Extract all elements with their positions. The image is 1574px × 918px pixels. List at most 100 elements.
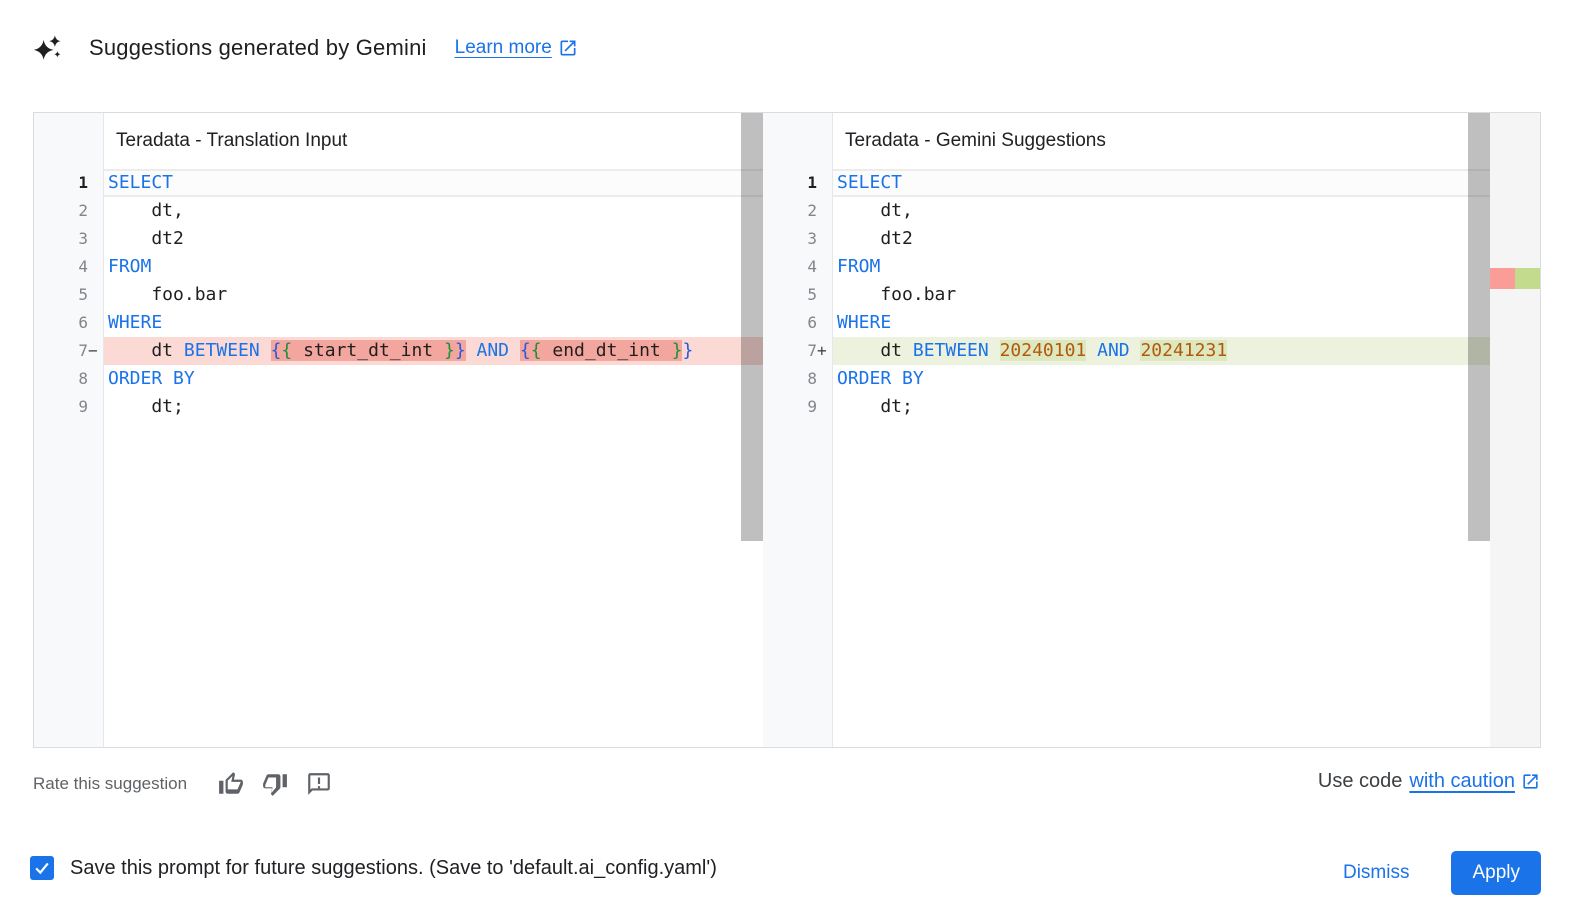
with-caution-label: with caution	[1409, 770, 1515, 792]
ruler-removed-mark	[1490, 268, 1515, 289]
panel-header: Teradata - Translation Input	[34, 113, 763, 169]
line-number: 3	[34, 225, 104, 253]
thumbs-down-button[interactable]	[261, 770, 289, 798]
line-number: 6	[763, 309, 833, 337]
apply-button[interactable]: Apply	[1451, 851, 1541, 895]
code-line-2: 2 dt,	[34, 197, 763, 225]
panel-header: Teradata - Gemini Suggestions	[763, 113, 1490, 169]
line-number: 8	[763, 365, 833, 393]
line-number: 1	[34, 169, 104, 197]
diff-added-sign: +	[817, 341, 827, 360]
with-caution-link[interactable]: with caution	[1409, 770, 1540, 793]
line-number: 7−	[34, 337, 104, 365]
code-line-7: 7+ dt BETWEEN 20240101 AND 20241231	[763, 337, 1490, 365]
line-number: 7+	[763, 337, 833, 365]
code-line-9: 9 dt;	[763, 393, 1490, 421]
dialog-actions: Dismiss Apply	[1333, 850, 1541, 896]
code-line-7: 7− dt BETWEEN {{ start_dt_int }} AND {{ …	[34, 337, 763, 365]
editor-scrollbar[interactable]	[741, 113, 763, 747]
scrollbar-thumb[interactable]	[1468, 113, 1490, 541]
page-title: Suggestions generated by Gemini	[89, 35, 427, 60]
editor-filler	[763, 421, 1490, 747]
code-content: dt2	[104, 225, 763, 253]
line-number: 9	[763, 393, 833, 421]
ruler-added-mark	[1515, 268, 1540, 289]
diff-overview-ruler	[1490, 113, 1540, 747]
gemini-sparkle-icon	[33, 33, 63, 63]
line-number: 5	[763, 281, 833, 309]
code-content: SELECT	[833, 169, 1490, 197]
rate-label: Rate this suggestion	[33, 774, 188, 793]
code-content: ORDER BY	[833, 365, 1490, 393]
line-number: 9	[34, 393, 104, 421]
feedback-icon	[308, 773, 330, 795]
thumbs-up-button[interactable]	[217, 770, 245, 798]
gutter-header	[34, 113, 104, 169]
diff-removed-sign: −	[88, 341, 98, 360]
code-content: SELECT	[104, 169, 763, 197]
line-number: 4	[763, 253, 833, 281]
code-content: WHERE	[104, 309, 763, 337]
code-content: foo.bar	[104, 281, 763, 309]
save-prompt-checkbox[interactable]	[30, 856, 54, 880]
code-line-3: 3 dt2	[763, 225, 1490, 253]
code-content: dt BETWEEN {{ start_dt_int }} AND {{ end…	[104, 337, 763, 365]
code-line-5: 5 foo.bar	[34, 281, 763, 309]
save-prompt-label: Save this prompt for future suggestions.…	[70, 856, 717, 879]
panel-title: Teradata - Translation Input	[104, 113, 763, 169]
learn-more-link[interactable]: Learn more	[455, 37, 578, 59]
gutter-header	[763, 113, 833, 169]
code-line-5: 5 foo.bar	[763, 281, 1490, 309]
feedback-button[interactable]	[305, 770, 333, 798]
panel-title: Teradata - Gemini Suggestions	[833, 113, 1490, 169]
line-number: 6	[34, 309, 104, 337]
learn-more-label: Learn more	[454, 37, 552, 58]
code-content: dt,	[104, 197, 763, 225]
dismiss-button[interactable]: Dismiss	[1333, 856, 1420, 890]
line-number: 2	[34, 197, 104, 225]
use-code-row: Use code with caution	[1318, 770, 1540, 793]
code-content: foo.bar	[833, 281, 1490, 309]
code-content: dt;	[104, 393, 763, 421]
code-content: dt,	[833, 197, 1490, 225]
thumbs-down-icon	[263, 774, 287, 796]
code-line-3: 3 dt2	[34, 225, 763, 253]
code-content: FROM	[833, 253, 1490, 281]
line-number: 3	[763, 225, 833, 253]
editor-scrollbar[interactable]	[1468, 113, 1490, 747]
code-line-9: 9 dt;	[34, 393, 763, 421]
external-link-icon	[558, 38, 578, 58]
thumbs-up-icon	[219, 772, 243, 794]
code-content: dt BETWEEN 20240101 AND 20241231	[833, 337, 1490, 365]
line-number: 2	[763, 197, 833, 225]
editor-filler	[34, 421, 763, 747]
save-prompt-row: Save this prompt for future suggestions.…	[30, 856, 717, 880]
line-number: 4	[34, 253, 104, 281]
code-line-2: 2 dt,	[763, 197, 1490, 225]
code-content: FROM	[104, 253, 763, 281]
code-content: dt2	[833, 225, 1490, 253]
line-number: 5	[34, 281, 104, 309]
line-number: 8	[34, 365, 104, 393]
line-number: 1	[763, 169, 833, 197]
code-content: ORDER BY	[104, 365, 763, 393]
code-content: WHERE	[833, 309, 1490, 337]
suggestions-header: Suggestions generated by Gemini Learn mo…	[33, 30, 578, 66]
check-icon	[35, 862, 49, 875]
rate-row: Rate this suggestion	[33, 766, 341, 802]
use-code-text: Use code	[1317, 770, 1403, 792]
scrollbar-thumb[interactable]	[741, 113, 763, 541]
code-content: dt;	[833, 393, 1490, 421]
external-link-icon	[1521, 772, 1540, 791]
